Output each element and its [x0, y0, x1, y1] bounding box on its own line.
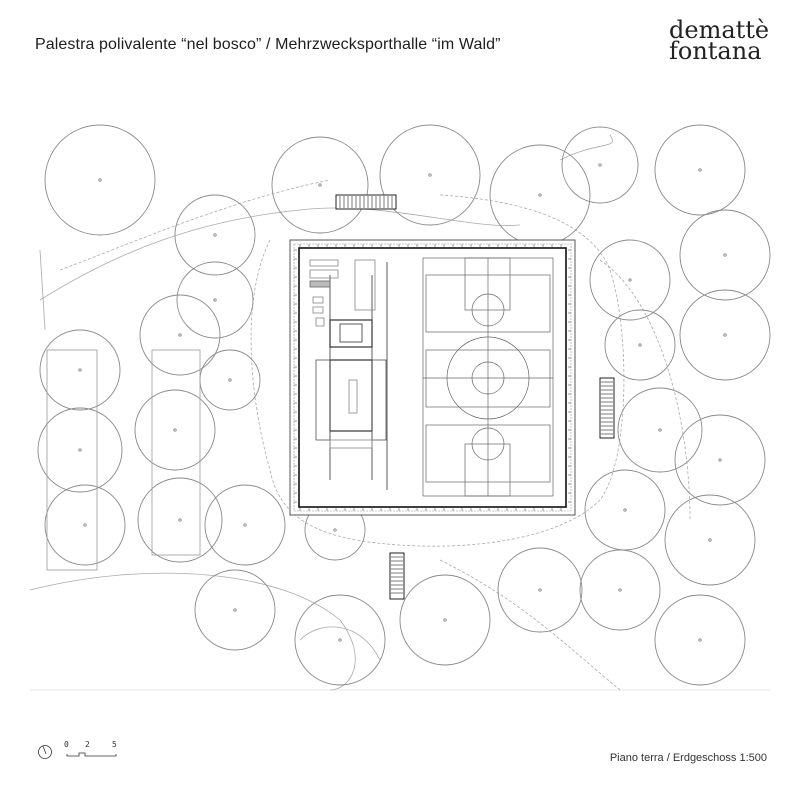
tree-trunk — [173, 428, 177, 432]
tree-trunk — [723, 333, 727, 337]
tree-trunk — [83, 523, 87, 527]
tree-canopy — [664, 494, 756, 586]
logo-line-2: fontana — [669, 37, 762, 65]
logo-line-1: demattè — [669, 16, 770, 44]
tree-canopy — [379, 124, 481, 226]
tree-trunk — [698, 168, 702, 172]
tree-canopy — [294, 594, 386, 686]
tree-trunk — [213, 233, 217, 237]
tree-trunk — [638, 343, 642, 347]
tree-trunk — [338, 638, 342, 642]
tree-canopy — [174, 194, 256, 276]
scale-label-2: 2 — [85, 740, 90, 749]
tree-trunk — [428, 173, 432, 177]
tree-trunk — [598, 163, 602, 167]
logo: demattè fontana — [669, 16, 770, 65]
tree-canopy — [39, 329, 121, 411]
tree-canopy — [176, 261, 254, 339]
tree-canopy — [617, 387, 703, 473]
tree-trunk — [318, 183, 322, 187]
wall-ticks — [294, 244, 571, 511]
tree-canopy — [679, 209, 771, 301]
tree-trunk — [628, 278, 632, 282]
tree-canopy — [584, 469, 666, 551]
tree-canopy — [37, 407, 123, 493]
tree-canopy — [137, 477, 223, 563]
tree-trunk — [78, 368, 82, 372]
tree-canopy — [44, 484, 126, 566]
tree-trunk — [658, 428, 662, 432]
tree-canopy — [139, 294, 221, 376]
tree-canopy — [194, 569, 276, 651]
parking-areas — [46, 349, 201, 571]
tree-trunk — [708, 538, 712, 542]
trees — [37, 124, 771, 686]
tree-canopy — [497, 547, 583, 633]
tree-canopy — [561, 126, 639, 204]
scale-label-0: 0 — [64, 740, 69, 749]
north-arrow-icon — [38, 745, 52, 759]
tree-canopy — [604, 309, 676, 381]
tree-canopy — [579, 549, 661, 631]
tree-canopy — [271, 136, 369, 234]
tree-trunk — [78, 448, 82, 452]
tree-trunk — [618, 588, 622, 592]
tree-canopy — [399, 574, 491, 666]
tree-trunk — [228, 378, 232, 382]
tree-canopy — [134, 389, 216, 471]
drawing-title: Palestra polivalente “nel bosco” / Mehrz… — [35, 36, 501, 53]
sports-hall — [289, 239, 576, 516]
tree-trunk — [333, 528, 337, 532]
tree-trunk — [98, 178, 102, 182]
playing-court — [422, 257, 554, 497]
tree-canopy — [654, 124, 746, 216]
tree-trunk — [178, 333, 182, 337]
tree-trunk — [623, 508, 627, 512]
tree-trunk — [723, 253, 727, 257]
tree-canopy — [589, 239, 671, 321]
tree-canopy — [44, 124, 156, 236]
service-rooms — [309, 259, 388, 490]
tree-canopy — [674, 414, 766, 506]
scale-bar — [66, 752, 117, 757]
tree-trunk — [233, 608, 237, 612]
tree-trunk — [243, 523, 247, 527]
benches — [335, 194, 615, 600]
site-paths — [29, 134, 770, 691]
tree-trunk — [538, 588, 542, 592]
tree-canopy — [199, 349, 261, 411]
tree-trunk — [698, 638, 702, 642]
tree-canopy — [204, 484, 286, 566]
tree-trunk — [443, 618, 447, 622]
tree-trunk — [213, 298, 217, 302]
tree-trunk — [178, 518, 182, 522]
tree-trunk — [718, 458, 722, 462]
tree-canopy — [679, 289, 771, 381]
bench-slats — [339, 196, 613, 594]
tree-trunk — [538, 193, 542, 197]
tree-canopy — [654, 594, 746, 686]
drawing-caption: Piano terra / Erdgeschoss 1:500 — [609, 752, 767, 764]
scale-label-5: 5 — [112, 740, 117, 749]
